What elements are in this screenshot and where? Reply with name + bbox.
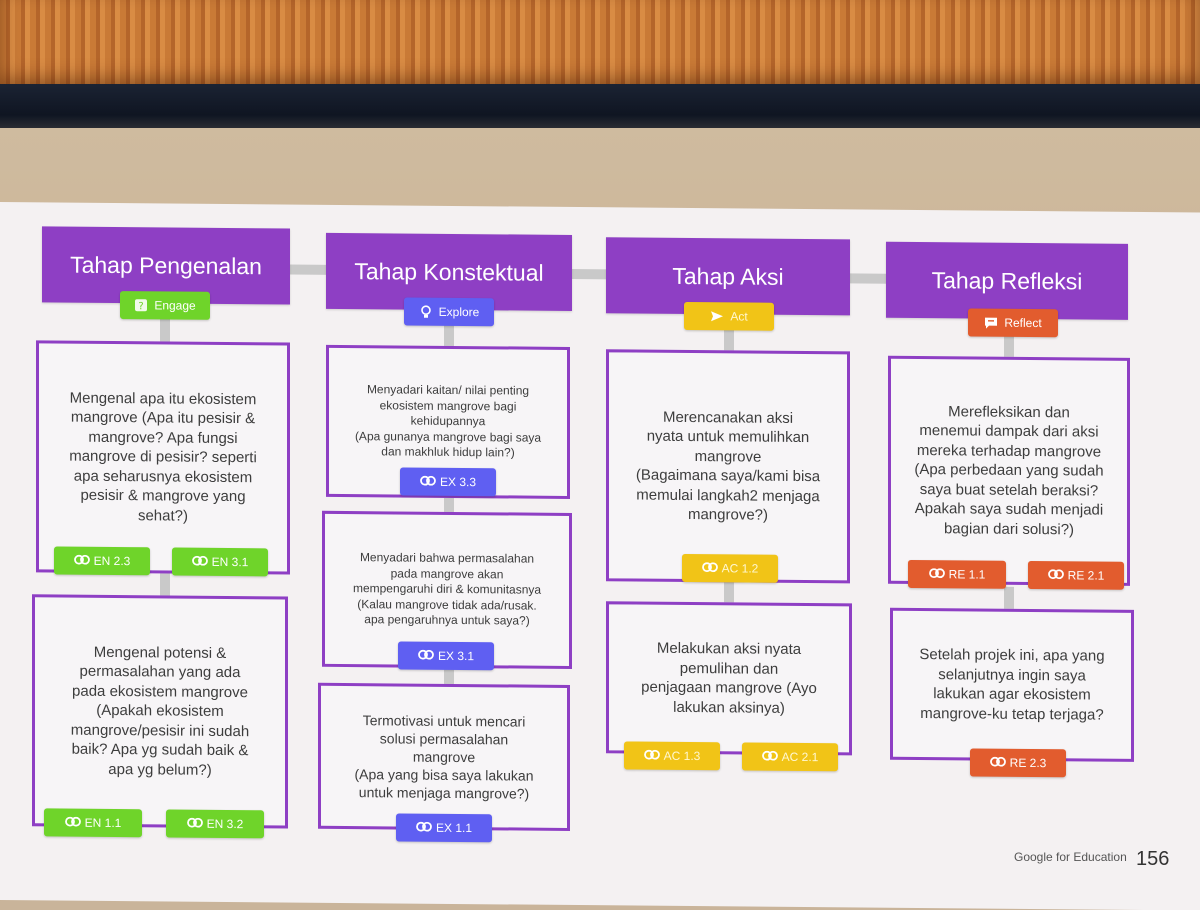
header-connector <box>848 273 888 284</box>
link-icon <box>73 554 90 568</box>
header-connector <box>570 268 610 280</box>
card-reflect-2: Setelah projek ini, apa yang selanjutnya… <box>890 607 1134 762</box>
ceiling-beam <box>0 84 1200 128</box>
svg-text:?: ? <box>139 301 144 312</box>
link-label: EX 3.1 <box>437 648 475 664</box>
link-icon <box>1047 568 1064 582</box>
link-chip[interactable]: EX 3.1 <box>398 641 494 671</box>
tag-label: Engage <box>154 298 196 313</box>
card-text: Mengenal potensi & permasalahan yang ada… <box>70 643 250 779</box>
vertical-connector <box>160 571 170 598</box>
header-connector <box>290 264 330 275</box>
vertical-connector <box>1004 334 1014 359</box>
link-chip[interactable]: RE 2.3 <box>970 748 1066 778</box>
card-text: Menyadari bahwa permasalahan pada mangro… <box>352 550 542 629</box>
card-text: Mengenal apa itu ekosistem mangrove (Apa… <box>69 389 257 525</box>
tag-engage: ? Engage <box>120 291 210 320</box>
link-icon <box>64 816 81 830</box>
lightbulb-icon <box>419 305 433 319</box>
link-label: AC 1.2 <box>721 561 759 576</box>
link-icon <box>701 561 718 575</box>
link-icon <box>416 821 432 835</box>
link-label: EN 3.1 <box>211 554 249 570</box>
card-engage-1: Mengenal apa itu ekosistem mangrove (Apa… <box>36 340 290 575</box>
vertical-connector <box>160 315 170 344</box>
vertical-connector <box>1004 586 1014 611</box>
link-chip[interactable]: AC 1.2 <box>682 553 778 583</box>
tag-act: Act <box>684 301 774 331</box>
card-text: Merencanakan aksi nyata untuk memulihkan… <box>635 408 821 524</box>
link-icon <box>643 749 660 763</box>
link-chip[interactable]: RE 1.1 <box>908 559 1006 589</box>
card-explore-3: Termotivasi untuk mencari solusi permasa… <box>318 682 570 831</box>
link-icon <box>191 555 208 569</box>
tag-label: Reflect <box>1004 315 1042 331</box>
card-act-1: Merencanakan aksi nyata untuk memulihkan… <box>606 349 850 584</box>
link-label: EN 2.3 <box>93 553 131 569</box>
brand-suffix: for Education <box>1052 850 1127 864</box>
card-text: Termotivasi untuk mencari solusi permasa… <box>354 711 534 802</box>
card-reflect-1: Merefleksikan dan menemui dampak dari ak… <box>888 355 1130 586</box>
brand-google: Google <box>1014 850 1053 864</box>
link-label: EX 1.1 <box>435 820 473 836</box>
question-box-icon: ? <box>134 298 148 312</box>
google-for-education-logo: Google for Education <box>1014 850 1127 864</box>
link-label: RE 1.1 <box>948 567 986 582</box>
ceiling-lights <box>0 0 1200 88</box>
link-chip[interactable]: EN 3.1 <box>172 547 268 577</box>
link-chip[interactable]: EN 3.2 <box>166 809 264 839</box>
link-chip[interactable]: EX 1.1 <box>396 813 492 843</box>
card-text: Menyadari kaitan/ nilai penting ekosiste… <box>354 382 542 460</box>
send-arrow-icon <box>710 309 724 323</box>
link-chip[interactable]: RE 2.1 <box>1028 560 1124 590</box>
link-icon <box>928 567 945 581</box>
link-icon <box>761 750 778 764</box>
page-number: 156 <box>1136 848 1170 870</box>
link-chip[interactable]: EN 2.3 <box>54 546 150 576</box>
link-label: RE 2.3 <box>1009 755 1047 771</box>
link-chip[interactable]: AC 2.1 <box>742 742 838 772</box>
card-act-2: Melakukan aksi nyata pemulihan dan penja… <box>606 601 852 756</box>
projected-slide: Tahap Pengenalan ? Engage Mengenal apa i… <box>0 202 1200 910</box>
link-chip[interactable]: EX 3.3 <box>400 467 496 497</box>
link-label: AC 1.3 <box>663 748 701 764</box>
card-engage-2: Mengenal potensi & permasalahan yang ada… <box>32 594 288 829</box>
link-icon <box>418 649 434 663</box>
card-text: Melakukan aksi nyata pemulihan dan penja… <box>641 639 817 717</box>
link-chip[interactable]: AC 1.3 <box>624 741 720 771</box>
card-text: Setelah projek ini, apa yang selanjutnya… <box>919 646 1105 724</box>
feedback-icon <box>984 316 998 330</box>
link-icon <box>186 817 203 831</box>
card-text: Merefleksikan dan menemui dampak dari ak… <box>914 403 1104 539</box>
tag-label: Explore <box>438 304 480 320</box>
link-label: AC 2.1 <box>781 749 819 765</box>
link-chip[interactable]: EN 1.1 <box>44 808 142 838</box>
link-label: EN 3.2 <box>206 816 244 832</box>
tag-reflect: Reflect <box>968 308 1058 338</box>
link-icon <box>989 756 1006 770</box>
link-label: RE 2.1 <box>1067 568 1105 583</box>
tag-label: Act <box>730 309 748 324</box>
link-label: EN 1.1 <box>84 815 122 831</box>
tag-explore: Explore <box>404 297 494 327</box>
link-label: EX 3.3 <box>439 474 477 490</box>
link-icon <box>420 475 436 489</box>
